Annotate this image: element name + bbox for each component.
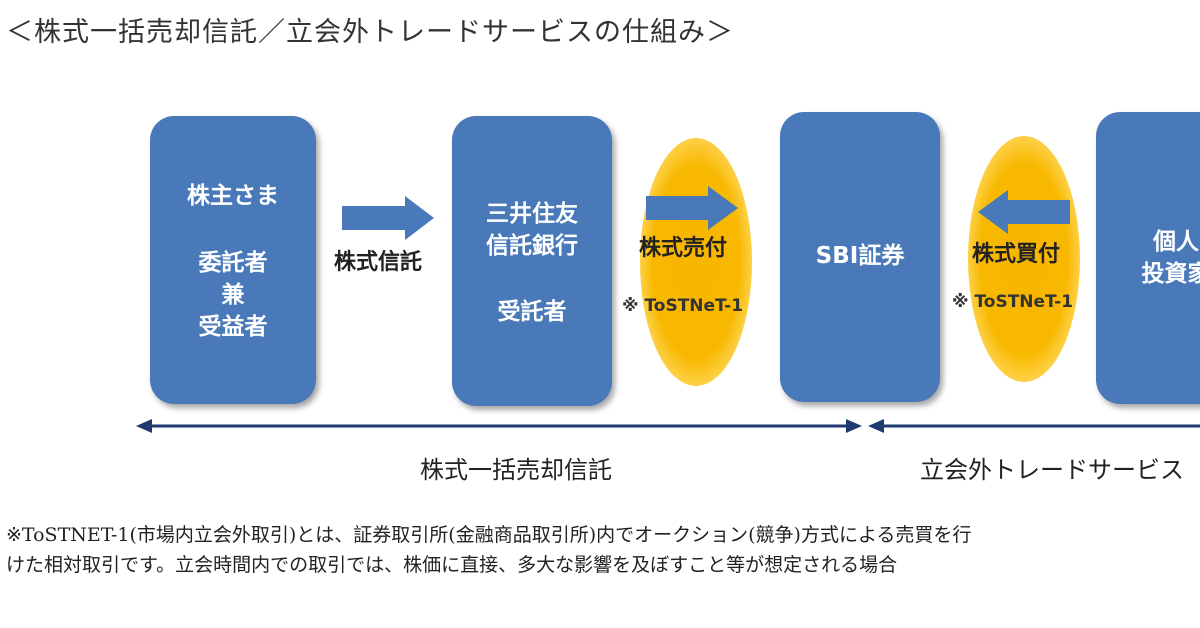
sell-arrow: [646, 186, 738, 230]
trust-bank-name-2: 信託銀行: [486, 233, 578, 259]
trust-arrow: [342, 196, 434, 240]
sbi-securities-label: SBI証券: [815, 243, 905, 269]
shareholder-box: 株主さま 委託者 兼 受益者: [150, 116, 316, 404]
tostnet-highlight-right: [968, 136, 1080, 382]
individual-label: 個人: [1153, 229, 1199, 255]
range-arrow-right: [868, 419, 1200, 433]
trust-bank-box: 三井住友 信託銀行 受託者: [452, 116, 612, 406]
and-label: 兼: [221, 282, 245, 308]
buy-arrow-label: 株式買付: [972, 242, 1061, 267]
footnote-line-1: ※ToSTNET-1(市場内立会外取引)とは、証券取引所(金融商品取引所)内でオ…: [6, 524, 972, 546]
footnote-line-2: けた相対取引です。立会時間内での取引では、株価に直接、多大な影響を及ぼすこと等が…: [6, 554, 898, 576]
sell-arrow-label: 株式売付: [639, 236, 728, 261]
beneficiary-label: 受益者: [198, 314, 268, 340]
trustee-label: 受託者: [497, 299, 567, 325]
shareholder-label: 株主さま: [187, 183, 279, 209]
sbi-securities-box: SBI証券: [780, 112, 940, 402]
bulk-sale-trust-label: 株式一括売却信託: [420, 456, 612, 484]
tostnet-note-right: ※ ToSTNeT-1: [952, 292, 1074, 312]
range-arrow-left: [136, 419, 862, 433]
buy-arrow: [978, 190, 1070, 234]
investor-label: 投資家: [1141, 261, 1200, 287]
diagram-title: ＜株式一括売却信託／立会外トレードサービスの仕組み＞: [6, 17, 734, 48]
off-auction-trade-label: 立会外トレードサービス: [920, 456, 1184, 484]
trustor-label: 委託者: [198, 250, 268, 276]
trust-bank-name-1: 三井住友: [486, 201, 578, 227]
tostnet-highlight-left: [640, 138, 752, 386]
individual-investor-box: 個人 投資家: [1096, 112, 1200, 404]
tostnet-note-left: ※ ToSTNeT-1: [622, 296, 744, 316]
trust-arrow-label: 株式信託: [334, 250, 423, 275]
